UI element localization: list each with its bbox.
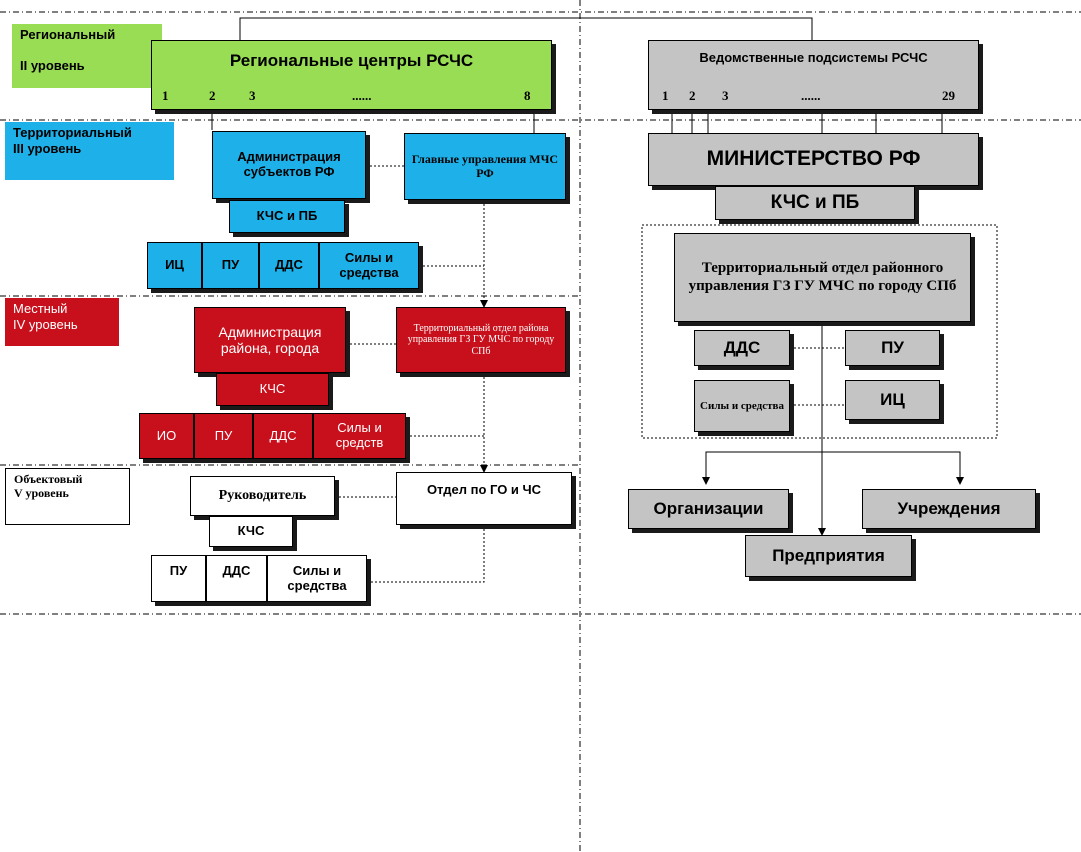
object-forces-cell: Силы и средства — [267, 555, 367, 602]
right-forces-box: Силы и средства — [694, 380, 790, 432]
ministry-label: МИНИСТЕРСТВО РФ — [706, 147, 921, 171]
kchs-local-box: КЧС — [216, 373, 329, 406]
regional-num-2: 2 — [209, 88, 216, 103]
right-terr-dept-label: Территориальный отдел районного управлен… — [688, 260, 957, 294]
head-box: Руководитель — [190, 476, 335, 516]
departmental-box: Ведомственные подсистемы РСЧС — [648, 40, 979, 110]
departmental-num-ellipsis: ...... — [801, 88, 821, 103]
go-dept-label: Отдел по ГО и ЧС — [426, 482, 542, 497]
admin-district-box: Администрация района, города — [194, 307, 346, 373]
level-label-territorial: Территориальный III уровень — [5, 122, 174, 180]
territorial-pu-cell: ПУ — [202, 242, 259, 289]
local-dds-label: ДДС — [269, 427, 297, 443]
admin-subjects-label: Администрация субъектов РФ — [237, 149, 341, 179]
mchs-main-box: Главные управления МЧС РФ — [404, 133, 566, 200]
ministry-box: МИНИСТЕРСТВО РФ — [648, 133, 979, 186]
departmental-num-3: 3 — [722, 88, 729, 103]
object-pu-cell: ПУ — [151, 555, 206, 602]
right-pu-label: ПУ — [881, 338, 904, 358]
local-forces-label: Силы и средств — [335, 420, 384, 450]
kchs-pb-ministry-box: КЧС и ПБ — [715, 186, 915, 220]
organizations-box: Организации — [628, 489, 789, 529]
admin-subjects-box: Администрация субъектов РФ — [212, 131, 366, 199]
right-forces-label: Силы и средства — [700, 399, 784, 412]
local-terr-dept-label: Территориальный отдел района управления … — [407, 322, 555, 357]
admin-district-label: Администрация района, города — [218, 323, 322, 356]
regional-num-1: 1 — [162, 88, 169, 103]
regional-num-3: 3 — [249, 88, 256, 103]
territorial-dds-cell: ДДС — [259, 242, 319, 289]
territorial-dds-label: ДДС — [275, 257, 303, 273]
kchs-local-label: КЧС — [259, 381, 286, 397]
territorial-ic-label: ИЦ — [165, 257, 184, 273]
institutions-label: Учреждения — [897, 499, 1001, 519]
local-pu-cell: ПУ — [194, 413, 253, 459]
territorial-forces-label: Силы и средства — [339, 249, 399, 280]
territorial-forces-cell: Силы и средства — [319, 242, 419, 289]
right-dds-box: ДДС — [694, 330, 790, 366]
kchs-pb-ministry-label: КЧС и ПБ — [770, 192, 860, 214]
right-terr-dept-box: Территориальный отдел районного управлен… — [674, 233, 971, 322]
departmental-num-1: 1 — [662, 88, 669, 103]
departmental-num-29: 29 — [942, 88, 955, 103]
regional-centers-title: Региональные центры РСЧС — [229, 51, 474, 70]
enterprises-label: Предприятия — [772, 546, 885, 566]
go-dept-box: Отдел по ГО и ЧС — [396, 472, 572, 525]
object-forces-label: Силы и средства — [287, 562, 347, 593]
object-dds-label: ДДС — [222, 563, 251, 578]
local-dds-cell: ДДС — [253, 413, 313, 459]
right-ic-label: ИЦ — [880, 390, 905, 410]
local-pu-label: ПУ — [214, 427, 233, 443]
regional-num-8: 8 — [524, 88, 531, 103]
territorial-ic-cell: ИЦ — [147, 242, 202, 289]
local-forces-cell: Силы и средств — [313, 413, 406, 459]
local-terr-dept-box: Территориальный отдел района управления … — [396, 307, 566, 373]
right-ic-box: ИЦ — [845, 380, 940, 420]
territorial-pu-label: ПУ — [221, 257, 240, 273]
level-label-regional: Региональный II уровень — [12, 24, 162, 88]
level-label-object: Объектовый V уровень — [5, 468, 130, 525]
regional-centers-box: Региональные центры РСЧС — [151, 40, 552, 110]
institutions-box: Учреждения — [862, 489, 1036, 529]
kchs-object-box: КЧС — [209, 516, 293, 547]
organizations-label: Организации — [653, 499, 764, 519]
departmental-num-2: 2 — [689, 88, 696, 103]
head-label: Руководитель — [218, 487, 307, 503]
right-pu-box: ПУ — [845, 330, 940, 366]
level-label-local: Местный IV уровень — [5, 298, 119, 346]
object-dds-cell: ДДС — [206, 555, 267, 602]
right-dds-label: ДДС — [723, 338, 761, 358]
enterprises-box: Предприятия — [745, 535, 912, 577]
kchs-pb-territorial-label: КЧС и ПБ — [256, 208, 318, 224]
regional-num-ellipsis: ...... — [352, 88, 372, 103]
departmental-title: Ведомственные подсистемы РСЧС — [699, 50, 928, 65]
kchs-pb-territorial-box: КЧС и ПБ — [229, 200, 345, 233]
local-io-cell: ИО — [139, 413, 194, 459]
kchs-object-label: КЧС — [237, 523, 265, 539]
local-io-label: ИО — [156, 427, 177, 443]
mchs-main-label: Главные управления МЧС РФ — [411, 151, 559, 180]
object-pu-label: ПУ — [169, 563, 188, 578]
